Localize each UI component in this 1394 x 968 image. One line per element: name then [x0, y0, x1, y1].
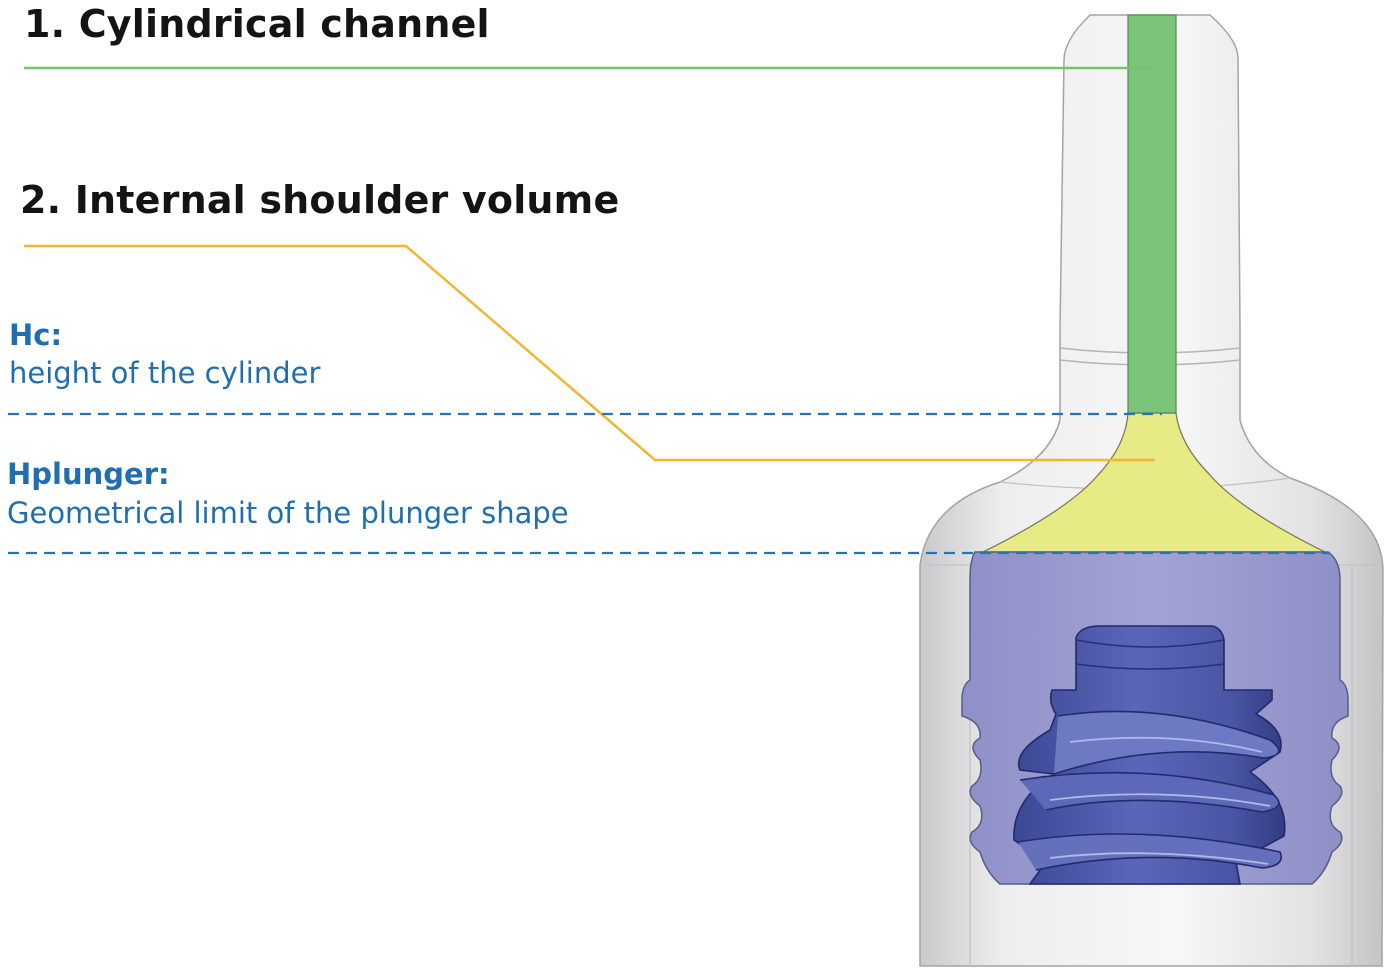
screw-core [1013, 625, 1286, 885]
cylindrical-channel-label: 1. Cylindrical channel [24, 2, 490, 46]
screw-top-cap [1075, 639, 1225, 670]
hc-description: height of the cylinder [9, 356, 321, 390]
screw-thread-3 [1017, 833, 1282, 871]
screw-thread-highlights [1049, 736, 1271, 865]
hplunger-title: Hplunger: [7, 457, 170, 491]
screw-thread-2 [1019, 771, 1280, 813]
shoulder-leader-line [24, 244, 1155, 462]
screw-thread-1 [1053, 710, 1280, 775]
hc-title: Hc: [9, 318, 63, 352]
internal-shoulder-volume-label: 2. Internal shoulder volume [20, 178, 620, 222]
hplunger-description: Geometrical limit of the plunger shape [7, 496, 569, 530]
cylindrical-channel-region [1127, 14, 1177, 414]
